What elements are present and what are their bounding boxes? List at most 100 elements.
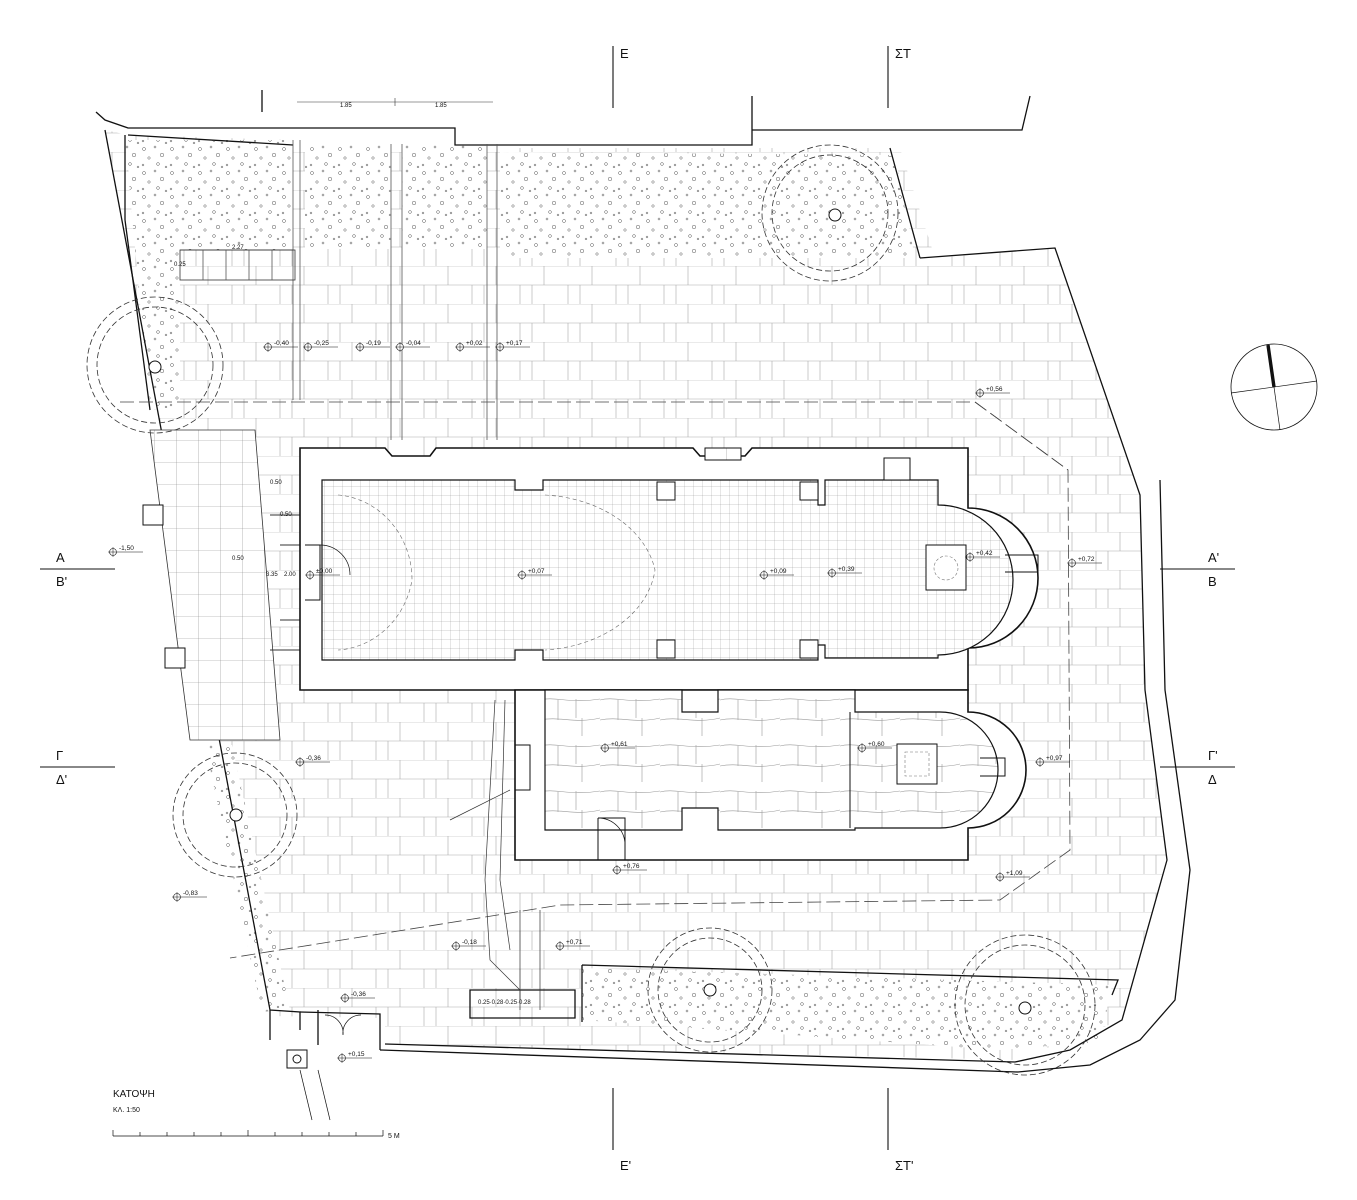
level-marker: -0,36	[295, 755, 330, 767]
dim-8: 2.00	[284, 572, 296, 578]
dim-6: 0.50	[232, 556, 244, 562]
level-crosshair-lines	[975, 388, 985, 398]
level-marker: +0,15	[337, 1051, 372, 1063]
trees	[86, 144, 1096, 1076]
level-marker: +0,61	[600, 741, 635, 753]
level-marker: -0,83	[172, 890, 207, 902]
level-value: -0,19	[366, 340, 381, 347]
level-value: -0,36	[351, 991, 366, 998]
section-e-top: E	[620, 46, 629, 61]
level-crosshair-lines	[600, 743, 610, 753]
planter-dividers	[179, 140, 498, 440]
level-value: +0,61	[611, 741, 628, 748]
plan-scale: ΚΛ. 1:50	[113, 1107, 140, 1114]
south-gate	[286, 1014, 362, 1121]
level-crosshair-lines	[108, 547, 118, 557]
level-crosshair-lines	[995, 872, 1005, 882]
level-value: +0,07	[528, 568, 545, 575]
section-st-bottom: ΣΤ'	[895, 1158, 913, 1173]
level-crosshair-lines	[303, 342, 313, 352]
level-marker: +0,09	[759, 568, 794, 580]
section-a-right: A'	[1208, 550, 1219, 565]
section-b-left: B'	[56, 574, 67, 589]
section-lines	[40, 46, 1235, 1150]
section-d-right: Δ	[1208, 772, 1217, 787]
level-marker: +0,72	[1067, 556, 1102, 568]
level-marker: +0,97	[1035, 755, 1070, 767]
section-labels: E ΣΤ E' ΣΤ' A B' A' B Γ Δ' Γ' Δ	[56, 46, 1219, 1173]
plan-title: ΚΑΤΟΨΗ	[113, 1089, 155, 1100]
section-a-left: A	[56, 550, 65, 565]
level-value: +1,09	[1006, 870, 1023, 877]
level-value: +0,17	[506, 340, 523, 347]
dim-10: 0.25·0.28·0.25·0.28	[478, 1000, 531, 1006]
dim-3: 2.27	[232, 245, 244, 251]
level-crosshair-lines	[759, 570, 769, 580]
level-value: +0,56	[986, 386, 1003, 393]
level-value: +0,09	[770, 568, 787, 575]
dim-1: 1.85	[340, 103, 352, 109]
site-boundary	[95, 90, 1191, 1073]
level-marker: ±0,00	[305, 568, 340, 580]
level-value: +0,76	[623, 863, 640, 870]
level-marker: -1,50	[108, 545, 143, 557]
dim-9: 0.25	[174, 262, 186, 268]
dimension-annotations: 1.85 1.85 2.27 0.50 0.50 0.50 3.35 2.00 …	[174, 98, 531, 1006]
level-value: -0,36	[306, 755, 321, 762]
level-value: +0,02	[466, 340, 483, 347]
level-crosshair-lines	[517, 570, 527, 580]
scale-bar	[112, 1130, 384, 1137]
level-marker: -0,36	[340, 991, 375, 1003]
ramp	[449, 699, 541, 1010]
level-marker: -0,19	[355, 340, 390, 352]
level-value: +0,42	[976, 550, 993, 557]
main-church	[299, 447, 1039, 691]
level-crosshair-lines	[295, 757, 305, 767]
level-crosshair-lines	[263, 342, 273, 352]
level-crosshair-lines	[455, 342, 465, 352]
level-value: +0,71	[566, 939, 583, 946]
dim-5: 0.50	[280, 512, 292, 518]
level-value: -0,04	[406, 340, 421, 347]
level-value: -0,83	[183, 890, 198, 897]
level-crosshair-lines	[1067, 558, 1077, 568]
level-marker: -0,25	[303, 340, 338, 352]
level-value: ±0,00	[316, 568, 333, 575]
level-value: -0,40	[274, 340, 289, 347]
level-crosshair-lines	[172, 892, 182, 902]
level-marker: +0,42	[965, 550, 1000, 562]
level-crosshair-lines	[337, 1053, 347, 1063]
level-value: +0,15	[348, 1051, 365, 1058]
level-value: -1,50	[119, 545, 134, 552]
gravel-beds	[125, 140, 1112, 1050]
level-marker: +0,56	[975, 386, 1010, 398]
level-crosshair-lines	[355, 342, 365, 352]
section-d-left: Δ'	[56, 772, 67, 787]
south-chapel	[514, 689, 1027, 861]
level-marker: -0,18	[451, 939, 486, 951]
section-g-right: Γ'	[1208, 748, 1218, 763]
tree-trunks	[148, 208, 1032, 1015]
level-marker: +0,02	[455, 340, 490, 352]
level-marker: +0,17	[495, 340, 530, 352]
section-g-left: Γ	[56, 748, 63, 763]
level-crosshair-lines	[395, 342, 405, 352]
level-markers: -0,40 -0,25 -0,19 -0,04 +0,02 +0,17 +0,56 -1,50…	[108, 340, 1102, 1063]
level-crosshair-lines	[555, 941, 565, 951]
level-crosshair-lines	[495, 342, 505, 352]
level-value: +0,39	[838, 566, 855, 573]
title-block: ΚΑΤΟΨΗ ΚΛ. 1:50 5 M	[112, 1089, 400, 1140]
scale-bar-label: 5 M	[388, 1133, 400, 1140]
level-value: +0,72	[1078, 556, 1095, 563]
level-marker: +0,60	[857, 741, 892, 753]
level-marker: -0,40	[263, 340, 298, 352]
level-crosshair-lines	[1035, 757, 1045, 767]
dim-7: 3.35	[266, 572, 278, 578]
level-marker: +0,39	[827, 566, 862, 578]
level-marker: -0,04	[395, 340, 430, 352]
level-marker: +0,07	[517, 568, 552, 580]
dashed-outline	[120, 401, 1071, 959]
level-crosshair-lines	[965, 552, 975, 562]
level-marker: +0,76	[612, 863, 647, 875]
